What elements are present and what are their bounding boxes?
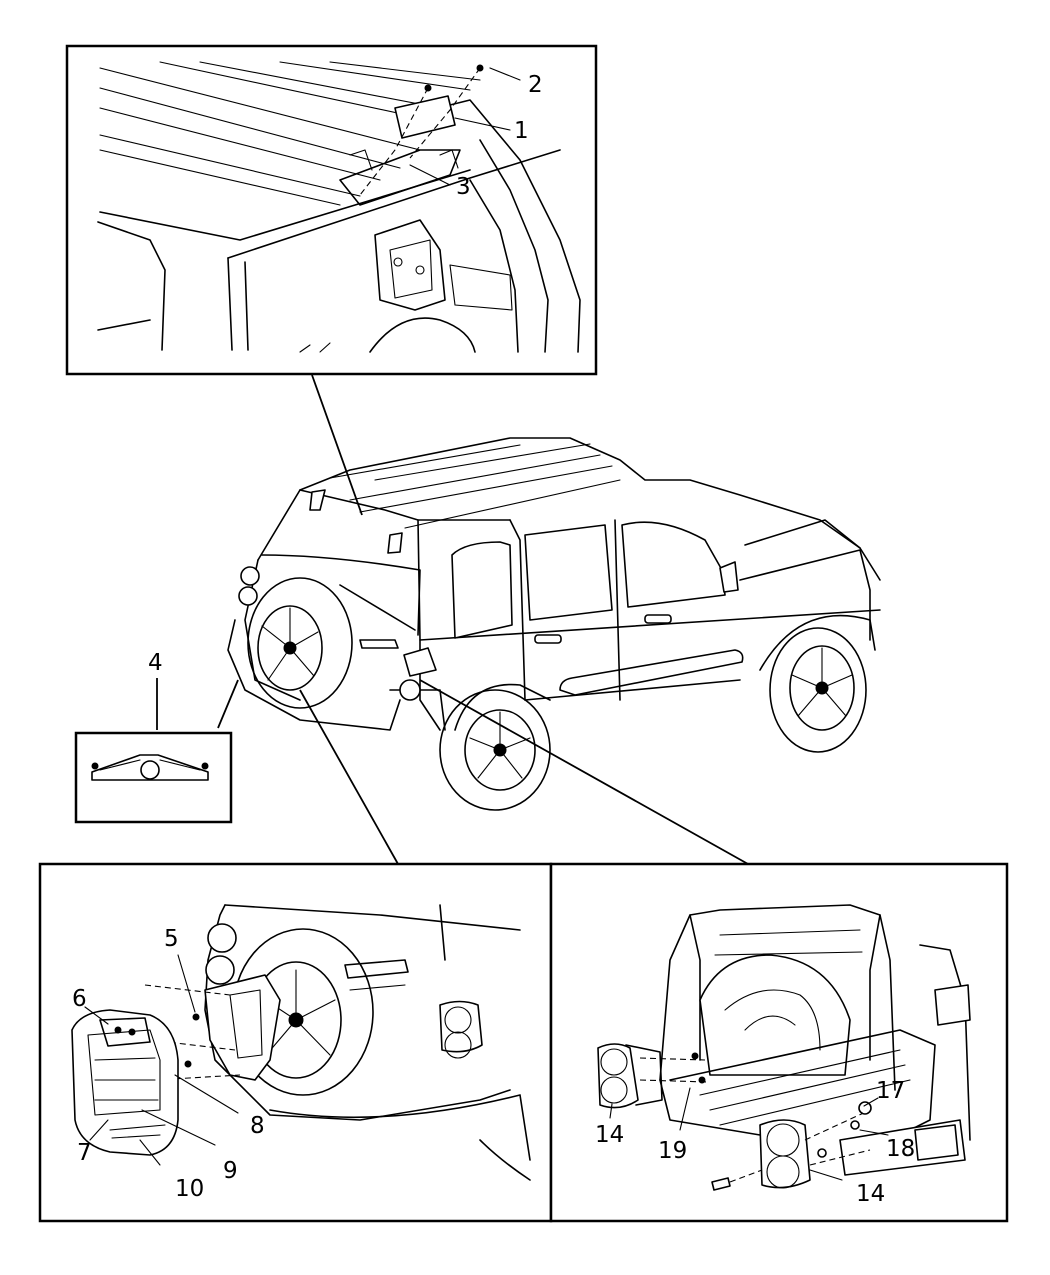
leader-hitch [217,679,239,729]
vehicle-main-view [227,437,881,811]
callout-8: 8 [250,1113,265,1139]
leader-lamp [419,679,749,865]
callout-1: 1 [514,118,529,144]
callout-4: 4 [148,650,163,676]
callout-2: 2 [528,72,543,98]
callout-10: 10 [175,1176,204,1202]
detail-panel-hitch [74,678,233,824]
callout-7: 7 [77,1140,92,1166]
leader-roof [311,374,363,516]
callout-14-right: 14 [856,1181,885,1207]
detail-panel-spare-tire [38,862,553,1223]
leader-spare [299,689,399,865]
detail-panel-roof [65,44,598,376]
callout-3: 3 [456,174,471,200]
tick-3 [409,164,451,186]
callout-17: 17 [876,1078,905,1104]
tick-1 [454,117,511,131]
tick-2 [489,67,521,81]
callout-5: 5 [164,926,179,952]
callout-labels: 1 2 3 4 5 6 7 8 9 10 14 14 17 18 19 [72,72,915,1207]
callout-19: 19 [658,1138,687,1164]
detail-panel-tail-lamps [549,862,1009,1223]
callout-14-left: 14 [595,1122,624,1148]
callout-18: 18 [886,1136,915,1162]
callout-9: 9 [223,1158,238,1184]
callout-6: 6 [72,986,87,1012]
